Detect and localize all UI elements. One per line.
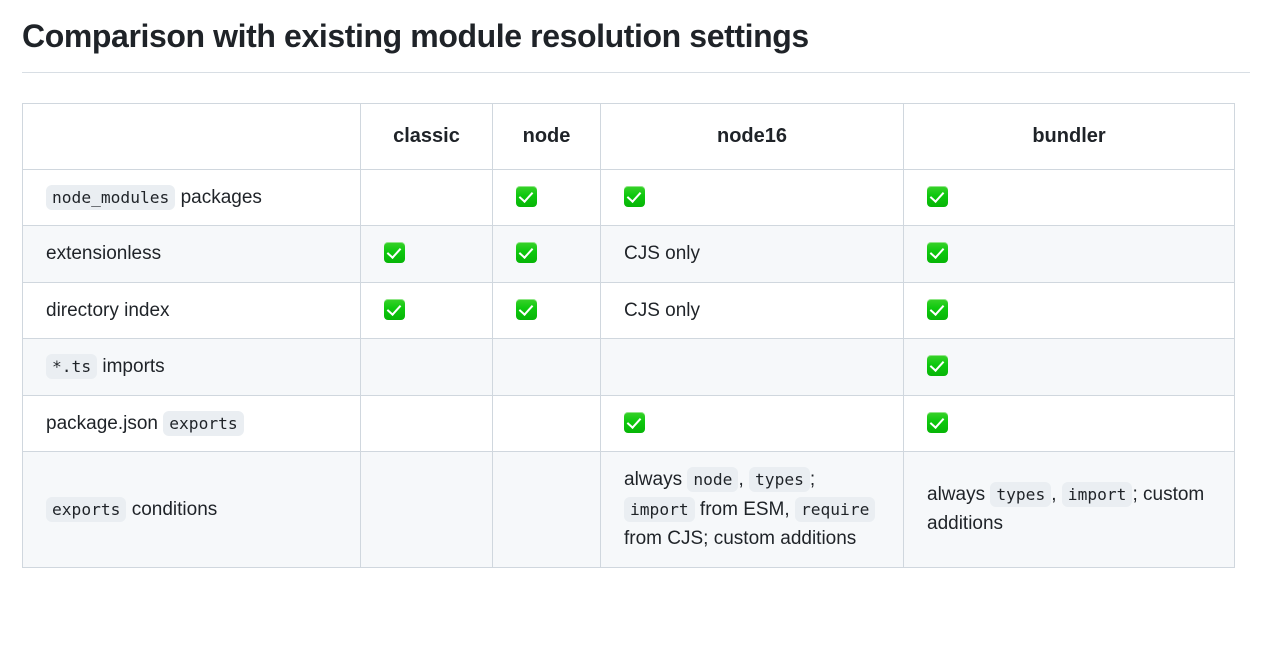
cell-text: extensionless bbox=[46, 243, 162, 265]
cell-node bbox=[492, 394, 601, 453]
cell-node bbox=[492, 451, 601, 568]
table-row: node_modules packages bbox=[22, 168, 1235, 227]
title-divider bbox=[22, 72, 1250, 73]
module-resolution-comparison-table: classic node node16 bundler node_modules… bbox=[22, 103, 1235, 568]
cell-bundler: always types, import; custom additions bbox=[903, 451, 1235, 568]
cell-text: , bbox=[738, 469, 750, 491]
table-row: package.json exports bbox=[22, 394, 1235, 453]
table-row: *.ts imports bbox=[22, 338, 1235, 396]
cell-text: directory index bbox=[46, 299, 170, 321]
row-feature-cell: directory index bbox=[22, 281, 361, 340]
page-title: Comparison with existing module resoluti… bbox=[22, 18, 809, 54]
column-header-node: node bbox=[492, 103, 601, 170]
code-chip: import bbox=[624, 496, 695, 522]
column-header-bundler: bundler bbox=[903, 103, 1235, 170]
table-header: classic node node16 bundler bbox=[22, 103, 1235, 170]
white-check-mark-icon bbox=[516, 298, 537, 320]
code-chip: node bbox=[687, 467, 739, 493]
cell-classic bbox=[360, 338, 493, 396]
cell-classic bbox=[360, 394, 493, 453]
cell-text: CJS only bbox=[624, 243, 701, 265]
row-feature-cell: extensionless bbox=[22, 225, 361, 283]
code-chip: exports bbox=[46, 496, 127, 522]
white-check-mark-icon bbox=[927, 242, 948, 264]
white-check-mark-icon bbox=[384, 242, 405, 264]
row-feature-cell: package.json exports bbox=[22, 394, 361, 453]
cell-text: always bbox=[624, 469, 688, 491]
cell-text: conditions bbox=[126, 498, 218, 520]
code-chip: exports bbox=[163, 410, 244, 436]
code-chip: import bbox=[1061, 481, 1133, 507]
cell-node bbox=[492, 168, 601, 227]
cell-text: CJS only bbox=[624, 299, 701, 321]
column-header-node16: node16 bbox=[600, 103, 904, 170]
white-check-mark-icon bbox=[384, 298, 405, 320]
cell-node16 bbox=[600, 394, 904, 453]
cell-text: always bbox=[927, 483, 991, 505]
cell-node16: CJS only bbox=[600, 281, 904, 340]
cell-node16: CJS only bbox=[600, 225, 904, 283]
code-chip: types bbox=[990, 481, 1052, 507]
code-chip: types bbox=[749, 467, 810, 493]
cell-text: , bbox=[1051, 483, 1062, 505]
cell-classic bbox=[360, 451, 493, 568]
column-header-classic: classic bbox=[360, 103, 493, 170]
cell-text: package.json bbox=[46, 412, 164, 434]
cell-text: ; bbox=[809, 469, 816, 491]
row-feature-cell: node_modules packages bbox=[22, 168, 361, 227]
cell-bundler bbox=[903, 338, 1235, 396]
table-header-row: classic node node16 bundler bbox=[22, 103, 1235, 170]
white-check-mark-icon bbox=[927, 411, 948, 433]
code-chip: *.ts bbox=[46, 354, 98, 380]
table-row: extensionless CJS only bbox=[22, 225, 1235, 283]
row-feature-cell: *.ts imports bbox=[22, 338, 361, 396]
white-check-mark-icon bbox=[624, 186, 645, 207]
cell-bundler bbox=[903, 225, 1235, 283]
white-check-mark-icon bbox=[927, 298, 948, 320]
white-check-mark-icon bbox=[516, 242, 537, 264]
cell-text: ; custom additions bbox=[927, 483, 1205, 535]
white-check-mark-icon bbox=[624, 411, 645, 433]
cell-bundler bbox=[903, 394, 1235, 453]
table-row: exports conditions always node, types; im… bbox=[22, 451, 1235, 568]
cell-text: from ESM, bbox=[694, 498, 795, 520]
row-feature-cell: exports conditions bbox=[22, 451, 361, 568]
white-check-mark-icon bbox=[927, 186, 948, 207]
cell-text: packages bbox=[175, 187, 262, 208]
code-chip: require bbox=[794, 496, 876, 522]
cell-bundler bbox=[903, 168, 1235, 227]
column-header-feature bbox=[22, 103, 361, 170]
white-check-mark-icon bbox=[516, 186, 537, 207]
cell-bundler bbox=[903, 281, 1235, 340]
white-check-mark-icon bbox=[927, 355, 948, 377]
table-row: directory index CJS only bbox=[22, 281, 1235, 340]
cell-classic bbox=[360, 281, 493, 340]
code-chip: node_modules bbox=[46, 185, 176, 210]
page-container: Comparison with existing module resoluti… bbox=[0, 0, 1272, 568]
cell-text: from CJS; custom additions bbox=[624, 528, 857, 550]
cell-node16 bbox=[600, 168, 904, 227]
cell-node bbox=[492, 281, 601, 340]
cell-node bbox=[492, 338, 601, 396]
cell-text: imports bbox=[97, 356, 165, 378]
cell-classic bbox=[360, 225, 493, 283]
cell-node16 bbox=[600, 338, 904, 396]
cell-classic bbox=[360, 168, 493, 227]
cell-node16: always node, types; import from ESM, req… bbox=[600, 451, 904, 568]
cell-node bbox=[492, 225, 601, 283]
